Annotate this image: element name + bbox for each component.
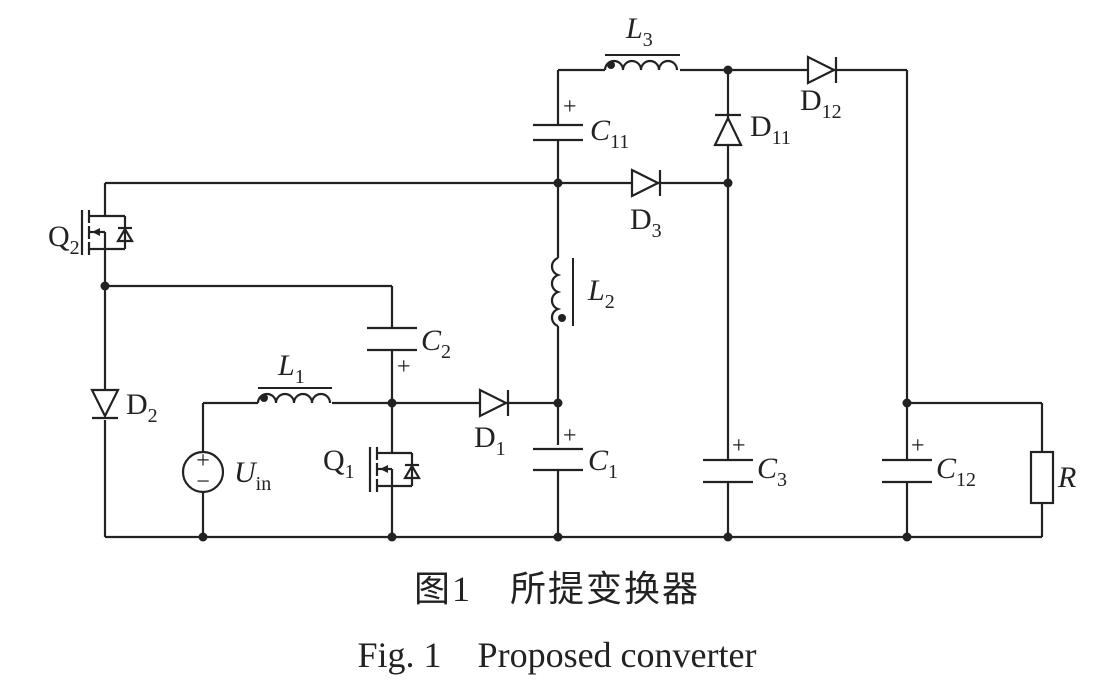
diode-d12 bbox=[806, 55, 840, 85]
capacitor-c2 bbox=[367, 326, 417, 352]
capacitor-c12 bbox=[882, 458, 932, 484]
uin-minus-sign: − bbox=[196, 469, 210, 495]
capacitor-c3 bbox=[703, 458, 753, 484]
label-c12: C12 bbox=[936, 452, 976, 491]
circuit-diagram: + − bbox=[48, 12, 1076, 542]
c12-plus-sign: + bbox=[911, 433, 925, 459]
diode-d1 bbox=[478, 388, 512, 418]
label-r: R bbox=[1057, 461, 1076, 494]
inductor-l3 bbox=[603, 54, 680, 71]
capacitor-c11 bbox=[533, 123, 583, 142]
label-l2: L2 bbox=[587, 274, 615, 313]
diode-d3 bbox=[630, 168, 663, 198]
mosfet-q1 bbox=[368, 447, 421, 500]
label-q2: Q2 bbox=[48, 220, 80, 259]
label-l1: L1 bbox=[277, 349, 305, 388]
inductor-l2 bbox=[550, 256, 574, 328]
c3-plus-sign: + bbox=[732, 433, 746, 459]
label-d2: D2 bbox=[126, 388, 158, 427]
capacitor-c1 bbox=[533, 447, 583, 472]
figure-caption-chinese: 图1 所提变换器 bbox=[413, 569, 700, 609]
c1-plus-sign: + bbox=[563, 423, 577, 449]
figure-caption-english: Fig. 1 Proposed converter bbox=[357, 635, 757, 675]
c11-plus-sign: + bbox=[563, 94, 577, 120]
label-d11: D11 bbox=[750, 110, 791, 149]
junction-dots bbox=[100, 65, 912, 542]
label-d3: D3 bbox=[630, 203, 662, 242]
label-l3: L3 bbox=[625, 12, 653, 51]
diode-d11 bbox=[713, 110, 743, 147]
label-uin: Uin bbox=[234, 456, 271, 495]
inductor-l1 bbox=[256, 387, 332, 404]
label-c11: C11 bbox=[590, 114, 629, 153]
label-c1: C1 bbox=[588, 444, 618, 483]
label-c3: C3 bbox=[757, 452, 787, 491]
resistor-r bbox=[1029, 450, 1055, 505]
mosfet-q2 bbox=[80, 210, 134, 255]
label-d1: D1 bbox=[474, 421, 506, 460]
uin-plus-sign: + bbox=[196, 448, 210, 474]
wires bbox=[103, 68, 1044, 539]
voltage-source-uin: + − bbox=[181, 448, 225, 495]
label-c2: C2 bbox=[421, 324, 451, 363]
diode-d2 bbox=[90, 387, 120, 420]
label-d12: D12 bbox=[800, 84, 842, 123]
label-q1: Q1 bbox=[323, 444, 355, 483]
c2-plus-sign: + bbox=[397, 354, 411, 380]
